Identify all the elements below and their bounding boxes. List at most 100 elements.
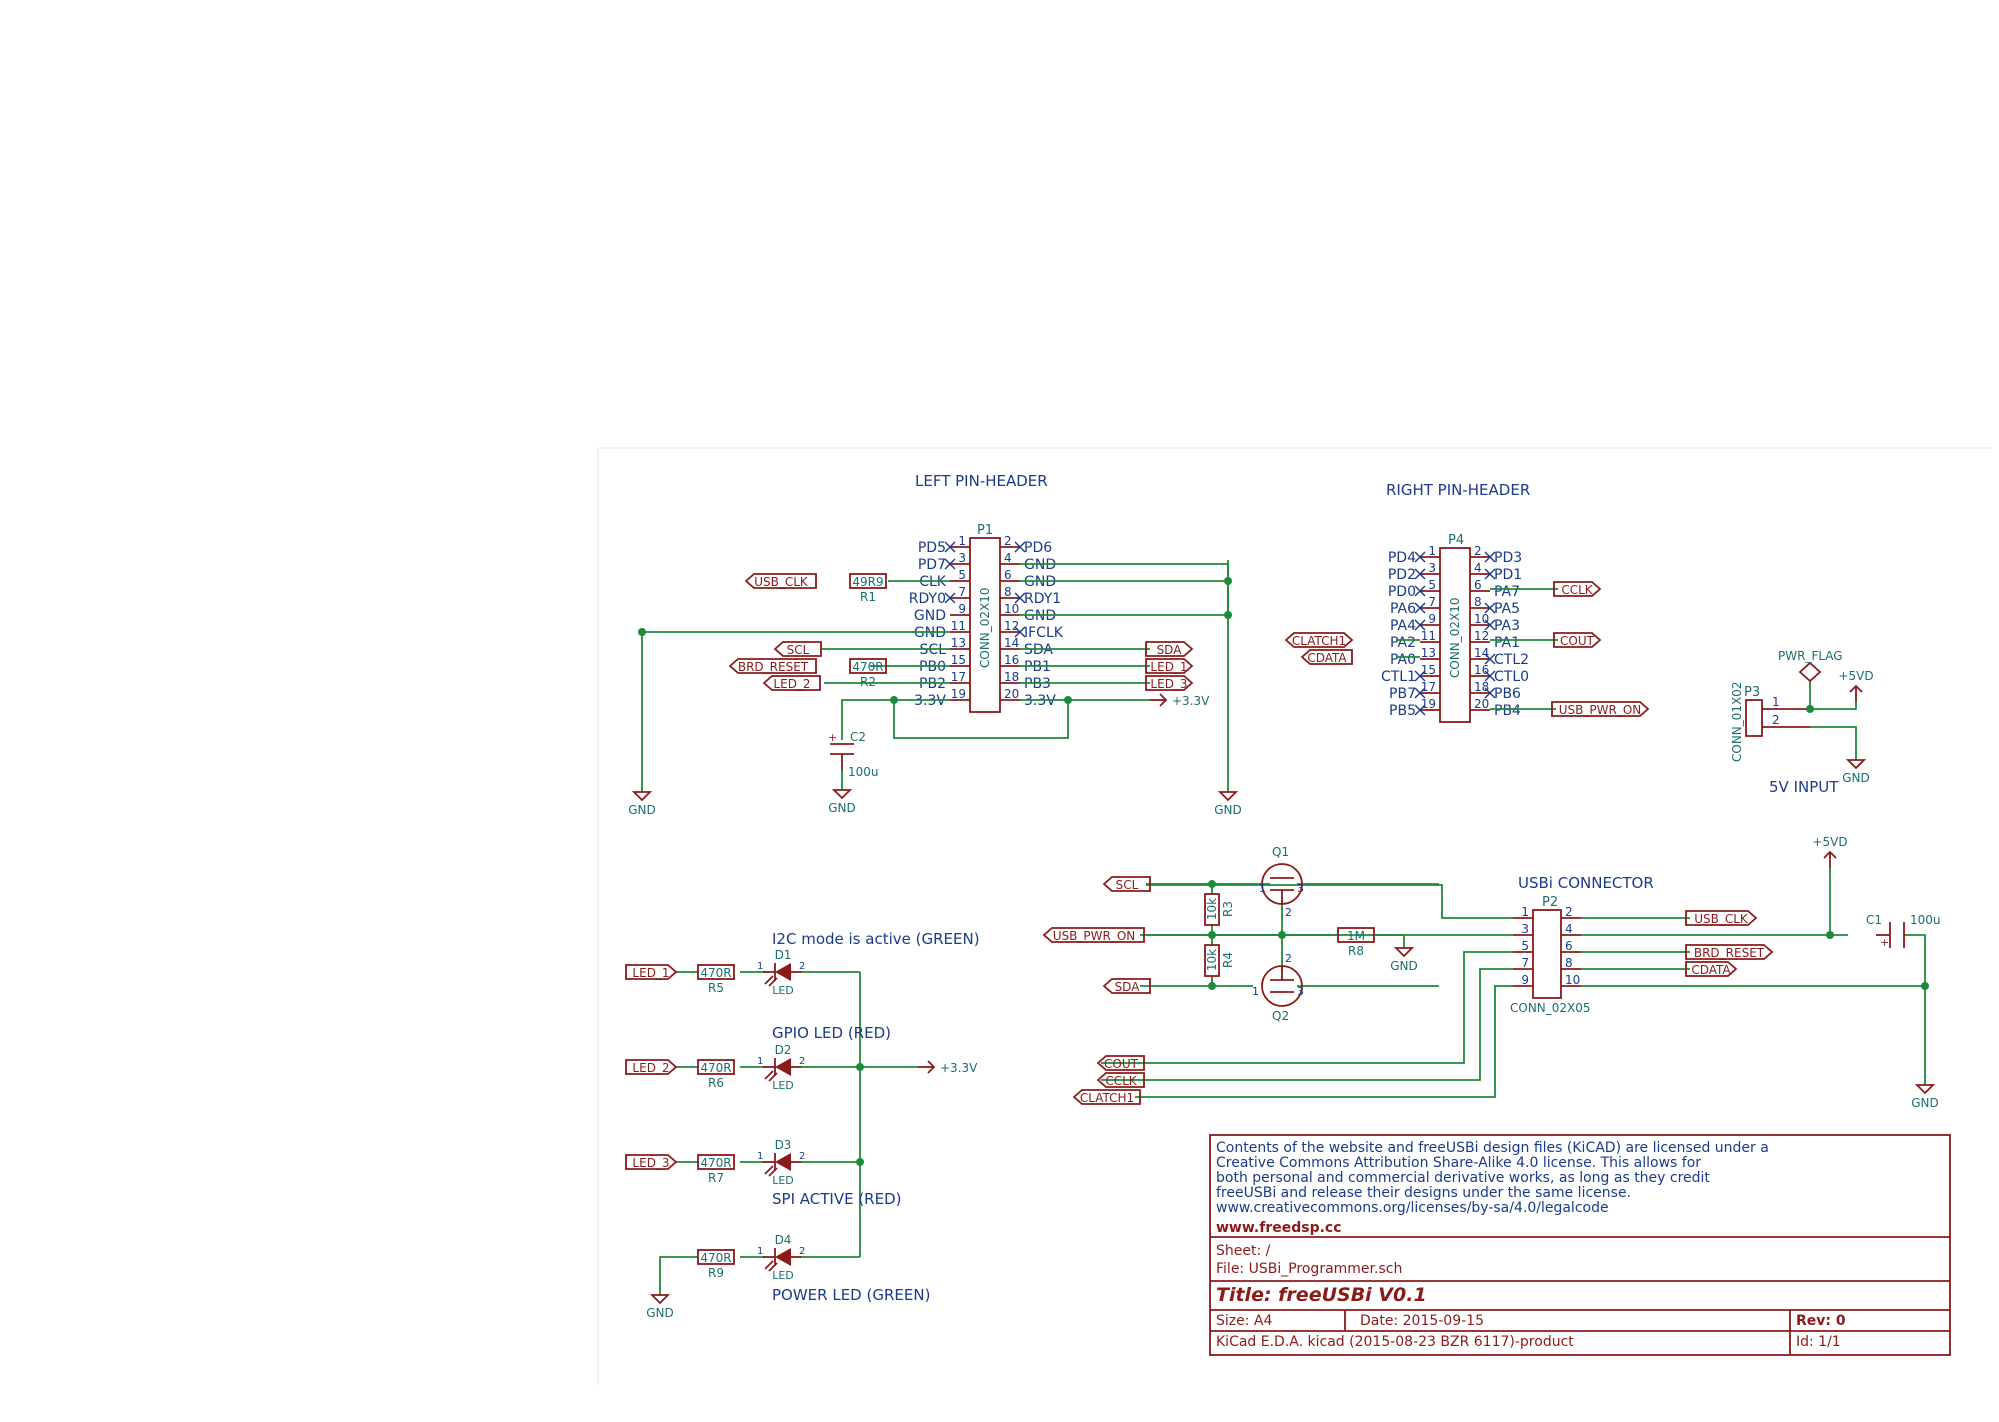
r8-ref: R8 [1348, 944, 1364, 958]
connector-p3: 1 2 P3 CONN_01X02 [1730, 681, 1810, 762]
net-label-usb-pwr_on: USB_PWR_ON [1551, 701, 1650, 717]
p1-pin-name: GND [914, 608, 946, 624]
p2-pin-num: 2 [1565, 905, 1573, 919]
p1-pin-num: 12 [1004, 619, 1019, 633]
net-label-led-1: LED_1 [625, 964, 678, 980]
p4-pin-name: PB7 [1389, 686, 1416, 702]
net-label-text: CDATA [1691, 963, 1731, 977]
gnd-label: GND [1842, 771, 1870, 785]
d1-ref: D1 [775, 948, 792, 962]
p1-pin-name: PB0 [919, 659, 946, 675]
gnd-symbol: GND [628, 791, 656, 817]
supply-label: +5VD [1812, 835, 1847, 849]
d1-value: LED [772, 984, 794, 997]
p4-pin-num: 12 [1474, 629, 1489, 643]
net-label-usb-clk: USB_CLK [744, 573, 817, 589]
p2-body [1532, 909, 1562, 999]
title-left-pin-header: LEFT PIN-HEADER [915, 472, 1048, 490]
p4-pin-num: 5 [1428, 578, 1436, 592]
p4-pin-name: PA3 [1494, 618, 1520, 634]
title-right-pin-header: RIGHT PIN-HEADER [1386, 481, 1530, 499]
net-label-text: USB_PWR_ON [1053, 929, 1136, 943]
p3-pin-1: 1 [1772, 695, 1780, 709]
r3-ref: R3 [1221, 901, 1235, 917]
p4-pin-num: 19 [1421, 697, 1436, 711]
d3-ref: D3 [775, 1138, 792, 1152]
p4-pin-num: 2 [1474, 544, 1482, 558]
p2-ref: P2 [1542, 895, 1558, 910]
gnd-symbol: GND [1214, 791, 1242, 817]
supply-symbol: +5VD [1812, 835, 1848, 868]
p4-pin-num: 18 [1474, 680, 1489, 694]
supply-label: +5VD [1838, 669, 1873, 683]
p4-pin-name: CTL1 [1381, 669, 1416, 685]
p2-pin-num: 3 [1521, 922, 1529, 936]
r8-value: 1M [1347, 929, 1365, 943]
p1-pin-name: SCL [920, 642, 947, 658]
net-label-text: SCL [1116, 878, 1139, 892]
gnd-symbol: GND [646, 1294, 674, 1320]
p1-pin-num: 14 [1004, 636, 1019, 650]
r9-value: 470R [700, 1251, 731, 1265]
gnd-symbol: GND [1390, 947, 1418, 973]
svg-text:3: 3 [1297, 882, 1304, 895]
mosfet-q2: Q2 1 3 2 [1252, 952, 1304, 1023]
p1-pin-name: SDA [1024, 642, 1053, 658]
net-label-text: SCL [787, 643, 810, 657]
net-label-text: SDA [1115, 980, 1141, 994]
p1-pin-name: CLK [919, 574, 947, 590]
mosfet-q1: Q1 1 3 2 [1259, 845, 1304, 919]
p4-pin-name: PD1 [1494, 567, 1522, 583]
led-pin: 1 [757, 1246, 763, 1257]
capacitor-c1: C1 100u + [1866, 913, 1941, 949]
net-label-text: LED_2 [632, 1061, 669, 1075]
p1-pin-name: GND [1024, 574, 1056, 590]
p1-pin-name: GND [1024, 557, 1056, 573]
p3-pin-2: 2 [1772, 713, 1780, 727]
p1-pin-name: IFCLK [1024, 625, 1064, 641]
p2-pin-num: 1 [1521, 905, 1529, 919]
p1-ref: P1 [977, 523, 993, 538]
net-label-clatch1: CLATCH1 [1284, 632, 1354, 648]
note-d3: SPI ACTIVE (RED) [772, 1190, 901, 1208]
q1-ref: Q1 [1272, 845, 1289, 859]
net-label-led-3: LED_3 [625, 1154, 678, 1170]
pwr-flag: PWR_FLAG [1778, 649, 1843, 683]
p2-pin-num: 7 [1521, 956, 1529, 970]
r3-value: 10k [1205, 898, 1219, 920]
gnd-symbol: GND [828, 789, 856, 815]
led-pin: 1 [757, 1056, 763, 1067]
date-label: Date: 2015-09-15 [1360, 1313, 1484, 1329]
capacitor-c2: C2 100u + [828, 730, 879, 779]
d3-value: LED [772, 1174, 794, 1187]
p4-pin-num: 1 [1428, 544, 1436, 558]
led-pin: 2 [799, 961, 805, 972]
net-label-text: BRD_RESET [738, 660, 809, 674]
supply-symbol: +5VD [1838, 669, 1874, 702]
website: www.freedsp.cc [1216, 1220, 1342, 1236]
p1-pin-num: 20 [1004, 687, 1019, 701]
gnd-symbol: GND [1911, 1084, 1939, 1110]
p1-pin-name: RDY0 [909, 591, 946, 607]
p2-pin-num: 5 [1521, 939, 1529, 953]
net-label-usb-pwr_on: USB_PWR_ON [1042, 927, 1145, 943]
license-line-1: Contents of the website and freeUSBi des… [1216, 1140, 1769, 1156]
c1-ref: C1 [1866, 913, 1882, 927]
net-label-cdata: CDATA [1685, 961, 1738, 977]
svg-text:+: + [1880, 936, 1889, 949]
net-label-text: COUT [1104, 1057, 1139, 1071]
svg-text:1: 1 [1259, 882, 1266, 895]
gnd-label: GND [1911, 1096, 1939, 1110]
supply-label: +3.3V [1172, 694, 1210, 708]
p4-pin-name: PA1 [1494, 635, 1520, 651]
rev-label: Rev: 0 [1796, 1313, 1846, 1329]
p1-pin-name: GND [914, 625, 946, 641]
file-label: File: USBi_Programmer.sch [1216, 1261, 1402, 1277]
led-pin: 1 [757, 961, 763, 972]
note-d1: I2C mode is active (GREEN) [772, 930, 980, 948]
r2-ref: R2 [860, 675, 876, 689]
